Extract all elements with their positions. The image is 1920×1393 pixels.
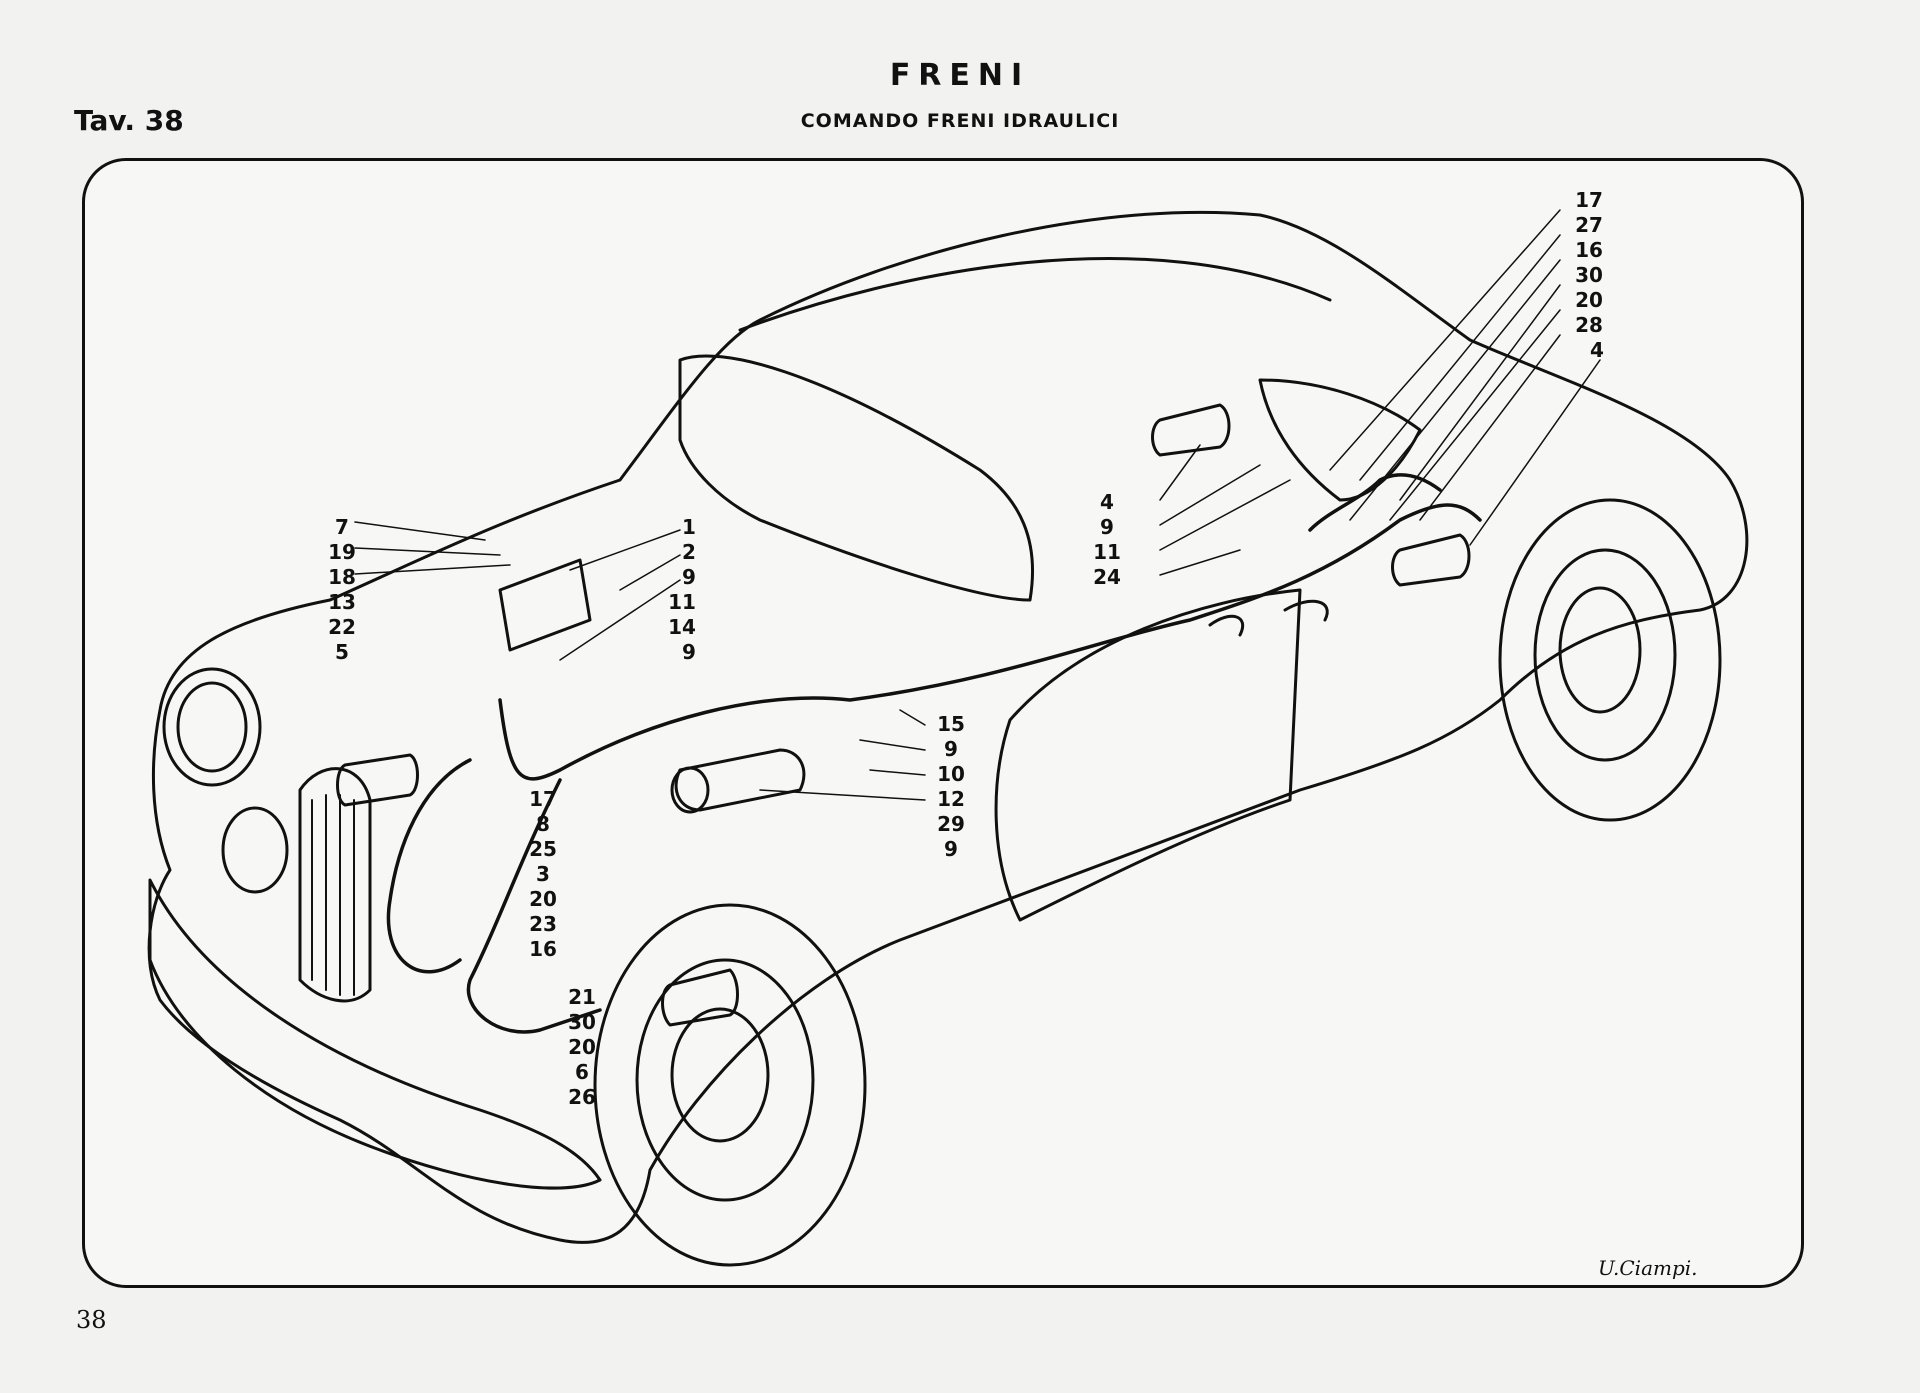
headlight-inner [176, 681, 248, 773]
callout-1: 1 [682, 515, 696, 539]
front-left-cylinder [336, 753, 419, 807]
callout-17b: 17 [1575, 188, 1603, 212]
callout-4b: 4 [1590, 338, 1604, 362]
rear-right-cylinder [1391, 533, 1471, 587]
door-handle [1208, 614, 1245, 637]
brake-line-front-right [466, 778, 602, 1034]
callout-2: 2 [682, 540, 696, 564]
callout-11b: 11 [1093, 540, 1121, 564]
front-bumper [148, 878, 602, 1190]
fluid-reservoir [498, 558, 592, 652]
callout-20c: 20 [1575, 288, 1603, 312]
callout-16: 16 [529, 937, 557, 961]
callout-21: 21 [568, 985, 596, 1009]
callout-9e: 9 [1100, 515, 1114, 539]
master-cylinder [674, 748, 806, 812]
callout-4: 4 [1100, 490, 1114, 514]
callout-25: 25 [529, 837, 557, 861]
front-wheel [593, 903, 867, 1267]
door-handle-2 [1283, 599, 1329, 622]
diagram-frame [82, 158, 1804, 1288]
car-body-outline [147, 210, 1749, 1244]
page-title: FRENI [889, 58, 1031, 93]
rear-wheel-hub [1558, 586, 1642, 714]
callout-9c: 9 [944, 737, 958, 761]
rear-window [1258, 378, 1422, 502]
callout-27: 27 [1575, 213, 1603, 237]
brake-line-rear [1308, 473, 1442, 532]
callout-30b: 30 [1575, 263, 1603, 287]
callout-26: 26 [568, 1085, 596, 1109]
artist-signature: U.Ciampi. [1598, 1256, 1698, 1280]
roof-line [738, 257, 1332, 332]
callout-12: 12 [937, 787, 965, 811]
grille [298, 767, 372, 1003]
callout-8: 8 [536, 812, 550, 836]
brake-line-front-left [386, 758, 472, 974]
rear-wheel-rim [1533, 548, 1677, 762]
master-cylinder-end [670, 766, 710, 814]
callout-13: 13 [328, 590, 356, 614]
callout-14: 14 [668, 615, 696, 639]
callout-6: 6 [575, 1060, 589, 1084]
page-subtitle: COMANDO FRENI IDRAULICI [800, 110, 1120, 132]
callout-20: 20 [529, 887, 557, 911]
callout-29: 29 [937, 812, 965, 836]
front-right-cylinder [661, 968, 739, 1027]
callout-15: 15 [937, 712, 965, 736]
callout-9d: 9 [944, 837, 958, 861]
callout-24: 24 [1093, 565, 1121, 589]
callout-22: 22 [328, 615, 356, 639]
fog-light [221, 806, 289, 894]
callout-16b: 16 [1575, 238, 1603, 262]
callout-7: 7 [335, 515, 349, 539]
front-wheel-rim [635, 958, 815, 1202]
front-wheel-hub [670, 1007, 770, 1143]
headlight [162, 667, 262, 787]
callout-10: 10 [937, 762, 965, 786]
callout-23: 23 [529, 912, 557, 936]
leader-lines [354, 209, 1601, 801]
callout-17: 17 [529, 787, 557, 811]
callout-3: 3 [536, 862, 550, 886]
callout-19: 19 [328, 540, 356, 564]
door-outline [994, 588, 1302, 922]
windshield [678, 354, 1035, 602]
plate-number: Tav. 38 [74, 104, 184, 137]
callout-28: 28 [1575, 313, 1603, 337]
grille-bars [311, 794, 355, 996]
callout-11: 11 [668, 590, 696, 614]
callout-30: 30 [568, 1010, 596, 1034]
rear-left-cylinder [1151, 403, 1231, 457]
page-number: 38 [76, 1306, 107, 1334]
rear-wheel [1498, 498, 1722, 822]
callout-5: 5 [335, 640, 349, 664]
callout-9b: 9 [682, 640, 696, 664]
brake-line-main [498, 503, 1482, 781]
callout-18: 18 [328, 565, 356, 589]
callout-20b: 20 [568, 1035, 596, 1059]
callout-9: 9 [682, 565, 696, 589]
